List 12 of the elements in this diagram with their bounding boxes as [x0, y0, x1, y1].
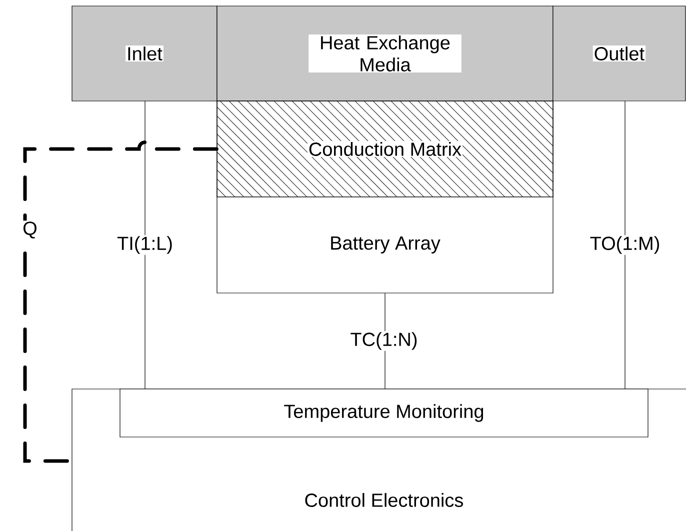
edge-label: TO(1:M) — [588, 235, 662, 255]
battery-box: Battery Array — [216, 196, 554, 294]
edge-label: TC(1:N) — [349, 331, 419, 351]
outlet-box: Outlet — [552, 6, 686, 102]
edge-label: Q — [22, 220, 38, 240]
connector — [144, 100, 146, 390]
edge-label: TI(1:L) — [116, 235, 174, 255]
hatched-box: Conduction Matrix — [216, 100, 554, 198]
monitoring-box: Temperature Monitoring — [120, 388, 648, 438]
inlet-box: Inlet — [72, 6, 218, 102]
connector — [23, 140, 218, 463]
connector — [624, 100, 626, 390]
